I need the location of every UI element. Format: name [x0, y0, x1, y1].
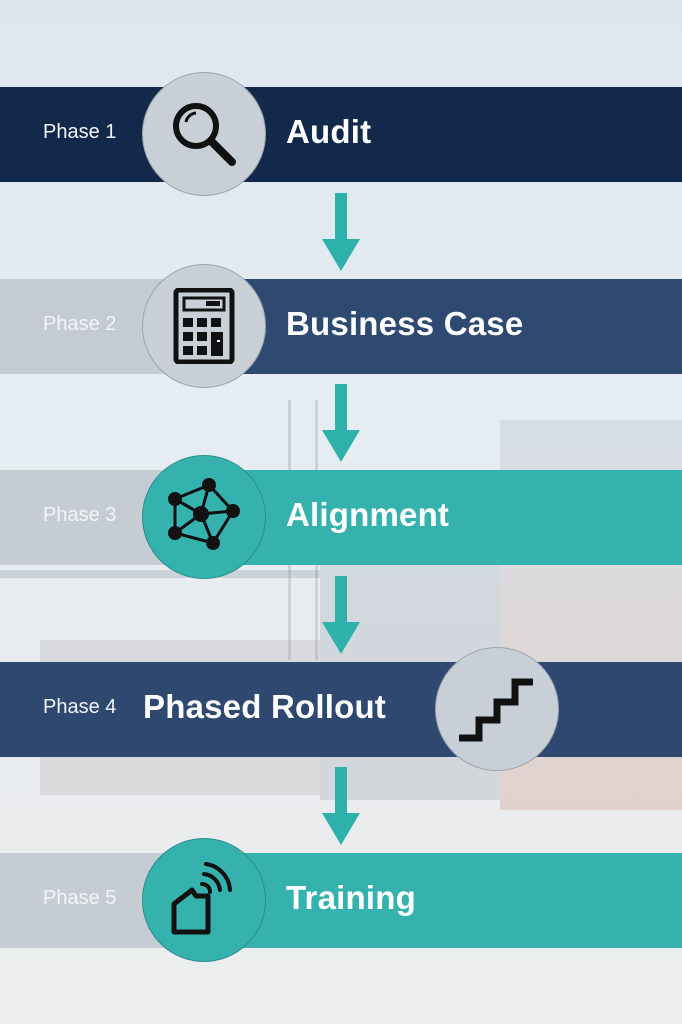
phase-1-title: Audit [286, 113, 372, 150]
phase-3-icon-circle [142, 455, 266, 579]
phase-2-icon-circle [142, 264, 266, 388]
wireless-house-icon [171, 862, 232, 935]
phase-4-band: Phase 4 Phased Rollout [0, 647, 682, 771]
magnifying-glass-icon [173, 103, 236, 166]
phase-5-band: Phase 5 Training [0, 838, 682, 962]
arrow-down-icon [322, 576, 360, 654]
phase-1-icon-circle [142, 72, 266, 196]
phase-3-title: Alignment [286, 496, 450, 533]
phase-2-band: Phase 2 Business Case [0, 264, 682, 388]
calculator-icon [173, 288, 235, 364]
phase-4-title: Phased Rollout [143, 688, 386, 725]
phase-5-label: Phase 5 [43, 887, 117, 909]
phase-3-label: Phase 3 [43, 504, 117, 526]
phase-5-title: Training [286, 879, 416, 916]
phase-1-label: Phase 1 [43, 121, 117, 143]
phase-3-band: Phase 3 Alignment [0, 455, 682, 579]
stairs-icon [459, 678, 533, 742]
phase-4-icon-circle [435, 647, 559, 771]
phase-5-icon-circle [142, 838, 266, 962]
phase-4-label: Phase 4 [43, 696, 117, 718]
phase-2-title: Business Case [286, 305, 524, 342]
background-crane-arm [0, 570, 320, 578]
phase-2-label: Phase 2 [43, 313, 117, 335]
arrow-down-icon [322, 193, 360, 271]
arrow-down-icon [322, 767, 360, 845]
network-icon [168, 478, 240, 550]
arrow-down-icon [322, 384, 360, 462]
phase-1-band: Phase 1 Audit [0, 72, 682, 196]
